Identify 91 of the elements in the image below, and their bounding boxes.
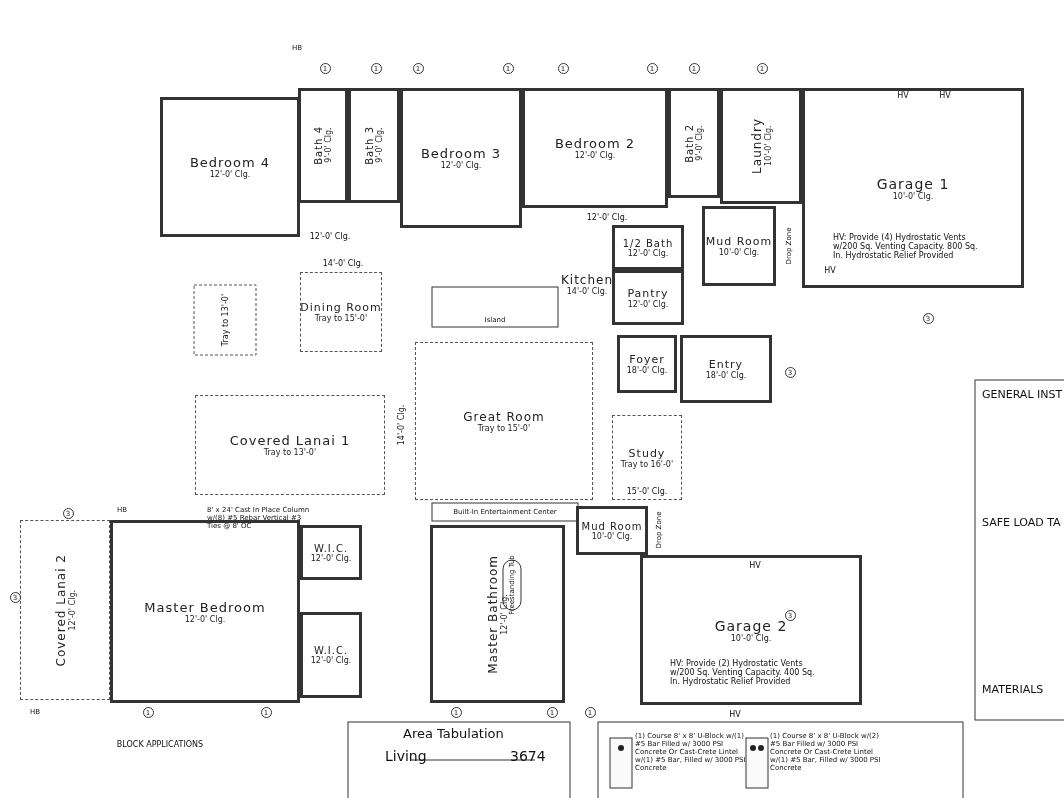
room-outline: [640, 555, 862, 705]
ceiling-height: 9'-0' Clg.: [695, 124, 704, 161]
table-cell: 3674: [510, 748, 546, 764]
room-outline: [300, 612, 362, 698]
room-name: Master Bathroom: [486, 554, 500, 674]
room-outline: [617, 335, 677, 393]
room-name: Bath 3: [364, 126, 375, 165]
ceiling-height: 18'-0' Clg.: [705, 371, 747, 380]
room-name: Foyer: [628, 353, 665, 366]
ceiling-height: Tray to 15'-0': [476, 423, 532, 433]
ceiling-height: 10'-0' Clg.: [590, 531, 634, 541]
room-outline: [110, 520, 300, 703]
vent-label: HV: [824, 265, 836, 275]
ceiling-note: Tray to 13'-0': [220, 293, 230, 347]
vent-label: HV: [749, 560, 761, 570]
ceiling-height: 12'-0' Clg.: [183, 614, 227, 624]
room-name: Kitchen: [560, 273, 614, 287]
room-outline: [680, 335, 772, 403]
room-name: Bedroom 2: [554, 136, 636, 151]
table-cell: Living: [385, 748, 427, 764]
ceiling-note: 15'-0' Clg.: [626, 486, 668, 496]
ceiling-height: 12'-0' Clg.: [573, 151, 617, 160]
room-outline: [612, 225, 684, 270]
ceiling-height: 10'-0' Clg.: [717, 248, 761, 257]
room-name: Covered Lanai 2: [53, 553, 68, 667]
room-outline: [300, 525, 362, 580]
room-name: Laundry: [749, 118, 764, 174]
room-name: Bath 4: [313, 126, 324, 165]
room-name: Pantry: [627, 286, 669, 300]
vent-note: HV: Provide (4) Hydrostatic Vents w/200 Sq. Venting Capacity. 800 Sq. In. Hydrostatic Relief Provided: [833, 232, 979, 260]
room-outline: [702, 206, 776, 286]
ceiling-height: 9'-0' Clg.: [324, 126, 333, 165]
room-name: Covered Lanai 1: [229, 433, 351, 448]
room-name: Bedroom 4: [189, 155, 271, 170]
ceiling-height: Tray to 16'-0': [620, 459, 674, 469]
room-name: Master Bedroom: [144, 599, 266, 615]
tray-ceiling-outline: [20, 520, 110, 700]
ceiling-height: 18'-0' Clg.: [626, 366, 668, 375]
ceiling-height: 14'-0' Clg.: [565, 287, 609, 296]
tray-ceiling-outline: [415, 342, 593, 500]
room-outline: [668, 88, 720, 198]
room-outline: [348, 88, 400, 203]
room-outline: [160, 97, 300, 237]
room-outline: [612, 270, 684, 325]
room-name: 1/2 Bath: [622, 237, 674, 249]
tray-ceiling-outline: [300, 272, 382, 352]
ceiling-height: 12'-0' Clg.: [626, 248, 670, 258]
ceiling-height: 12'-0' Clg.: [208, 170, 252, 179]
section-heading: MATERIALS: [982, 683, 1044, 696]
table-heading: Area Tabulation: [403, 726, 504, 741]
ceiling-height: Tray to 15'-0': [314, 314, 369, 323]
ceiling-height: 10'-0' Clg.: [892, 191, 935, 201]
room-name: Mud Room: [581, 520, 643, 532]
tray-ceiling-outline: [612, 415, 682, 500]
room-name: Garage 1: [876, 175, 950, 192]
room-outline: [802, 88, 1024, 288]
ceiling-height: 12'-0' Clg.: [67, 588, 77, 633]
ceiling-height: 9'-0' Clg.: [375, 126, 384, 165]
section-heading: GENERAL INST: [982, 388, 1063, 401]
ceiling-note: 12'-0' Clg.: [586, 212, 628, 222]
room-outline: [522, 88, 668, 208]
ceiling-height: 10'-0' Clg.: [730, 633, 773, 643]
ceiling-height: 10'-0' Clg.: [763, 125, 773, 167]
ceiling-height: Tray to 13'-0': [262, 448, 318, 457]
room-outline: [430, 525, 565, 703]
ceiling-height: 12'-0' Clg.: [627, 299, 669, 309]
room-name: Study: [627, 446, 667, 460]
ceiling-note: 12'-0' Clg.: [309, 231, 351, 241]
room-outline: [720, 88, 802, 204]
vent-label: HV: [939, 90, 951, 100]
room-name: Entry: [708, 358, 744, 371]
panel-heading: BLOCK APPLICATIONS: [116, 739, 204, 749]
room-name: Mud Room: [705, 235, 773, 248]
room-name: Dining Room: [300, 301, 382, 314]
room-name: W.I.C.: [312, 542, 350, 554]
ceiling-note: 14'-0' Clg.: [396, 404, 406, 446]
room-name: Great Room: [463, 409, 545, 424]
room-outline: [298, 88, 348, 203]
room-name: Bedroom 3: [420, 146, 502, 161]
room-name: Bath 2: [684, 123, 695, 163]
vent-label: HV: [897, 90, 909, 100]
room-outline: [400, 88, 522, 228]
section-heading: SAFE LOAD TA: [982, 516, 1061, 529]
ceiling-height: 12'-0' Clg.: [310, 656, 352, 665]
vent-note: HV: Provide (2) Hydrostatic Vents w/200 Sq. Venting Capacity. 400 Sq. In. Hydrostatic Relief Provided: [670, 658, 816, 686]
room-outline: [576, 506, 648, 555]
tray-ceiling-outline: [195, 395, 385, 495]
ceiling-height: 12'-0' Clg.: [310, 553, 352, 563]
ceiling-height: 12'-0' Clg.: [500, 593, 509, 635]
ceiling-height: 12'-0' Clg.: [439, 161, 483, 170]
room-name: W.I.C.: [312, 645, 350, 656]
